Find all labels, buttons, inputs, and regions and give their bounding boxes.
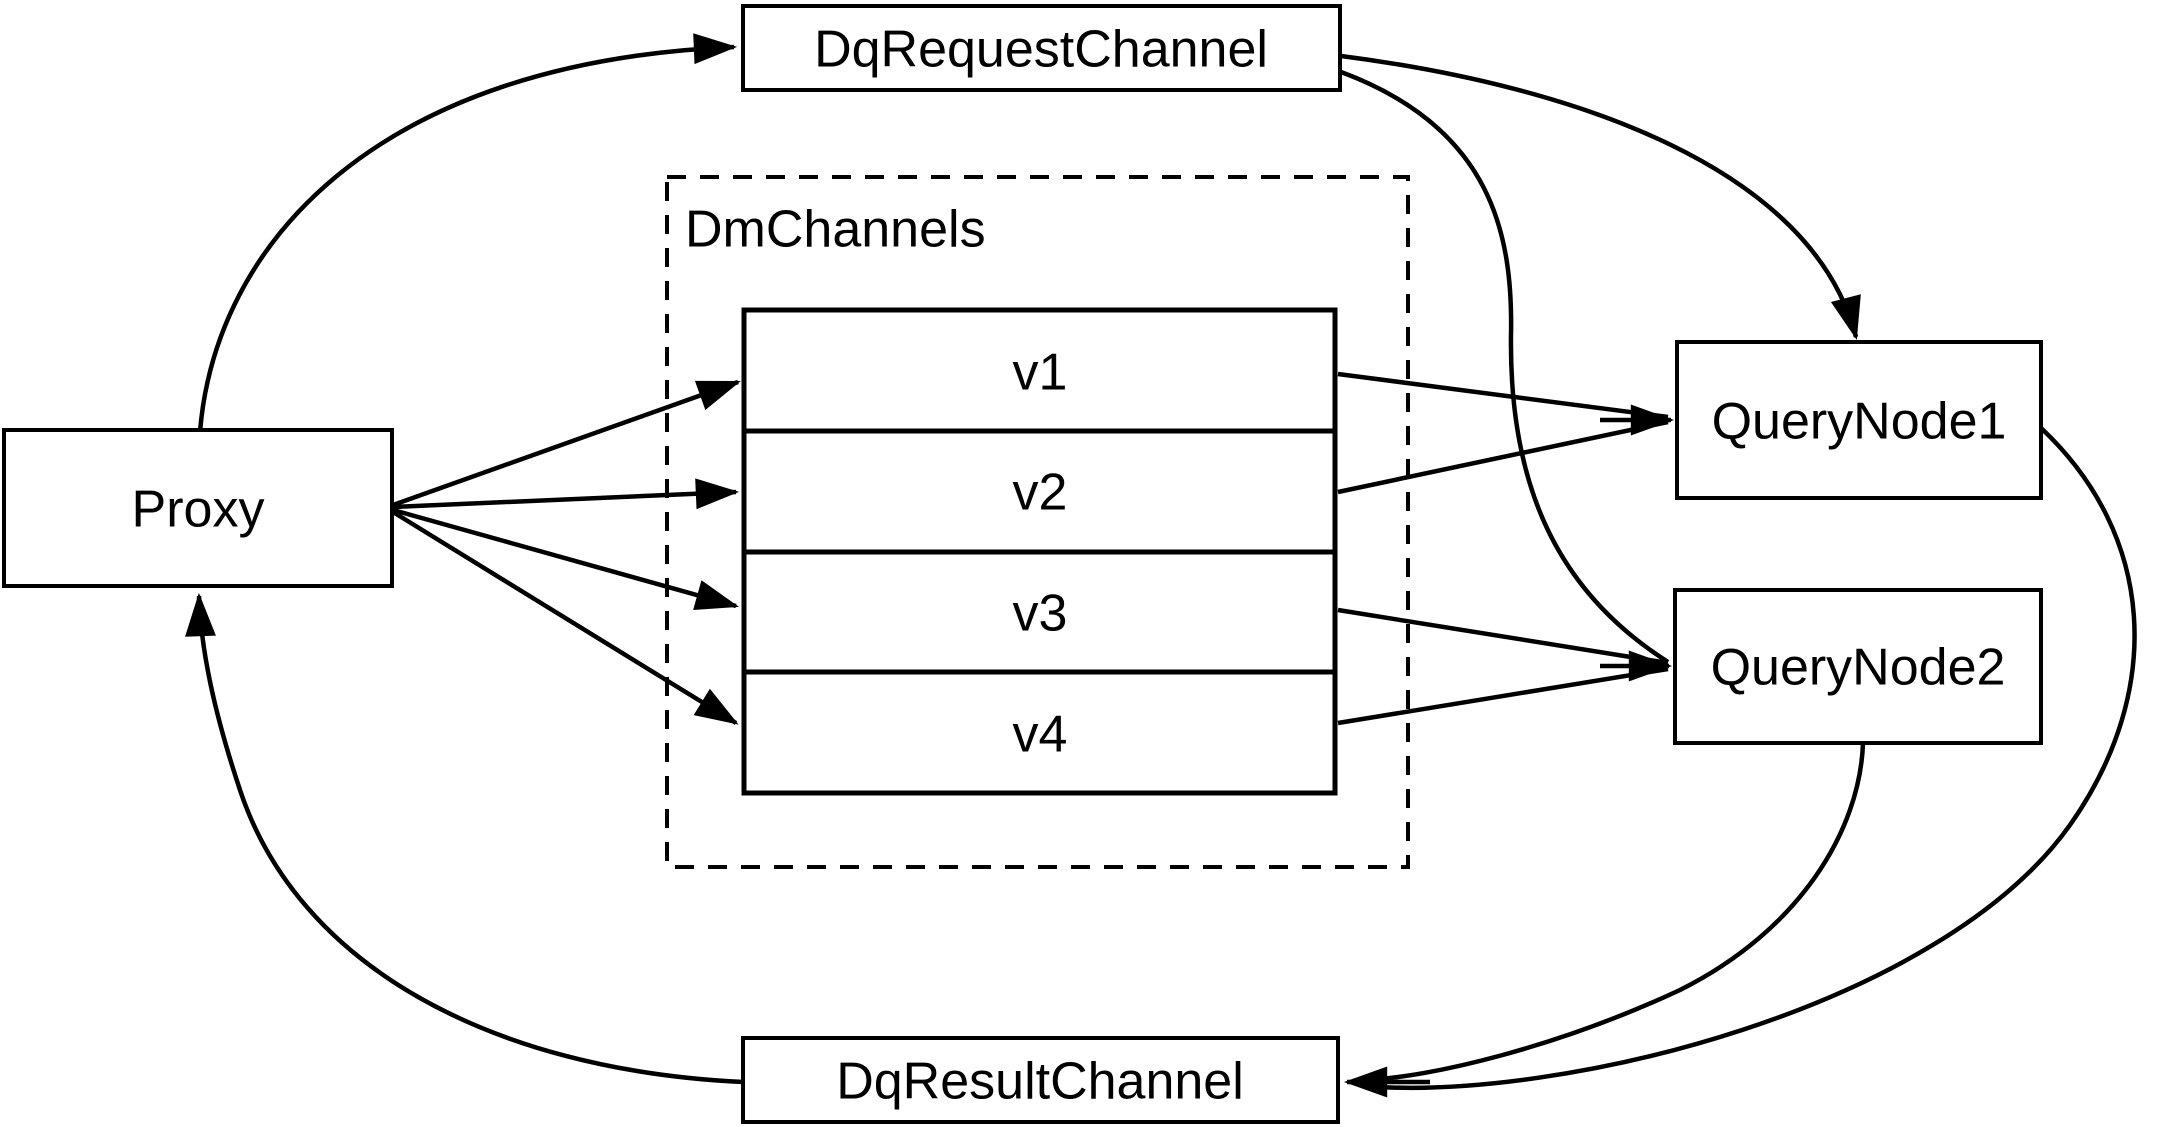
dq-request-channel-box: [741, 4, 1342, 92]
edge-v1-to-query-node-1: [1337, 371, 1669, 420]
edge-v3-to-query-node-2: [1337, 607, 1669, 666]
query-node-1-label: QueryNode1: [1712, 393, 2007, 451]
edge-query-node-2-to-dq-result-channel: [1363, 742, 1866, 1083]
edge-proxy-to-v1: [392, 379, 741, 508]
dq-result-channel-box: [741, 1036, 1340, 1124]
edge-dq-request-channel-to-query-node-2: [1340, 69, 1670, 664]
query-node-2-label: QueryNode2: [1711, 639, 2006, 697]
edge-group: [185, 33, 2137, 1098]
node-query-node-1: QueryNode1: [1675, 340, 2043, 500]
node-dq-request-channel: DqRequestChannel: [741, 4, 1342, 92]
edge-v2-to-query-node-1: [1337, 419, 1669, 495]
channel-row-v1-label: v1: [1013, 344, 1068, 402]
query-node-1-box: [1675, 340, 2043, 500]
query-node-2-box: [1673, 588, 2043, 745]
channel-row-v2-label: v2: [1013, 464, 1068, 522]
node-query-node-2: QueryNode2: [1673, 588, 2043, 745]
edge-proxy-to-v4: [391, 510, 739, 725]
edge-v4-to-query-node-2: [1337, 666, 1669, 726]
dq-request-channel-label: DqRequestChannel: [814, 21, 1268, 79]
channel-row-v4-label: v4: [1013, 706, 1068, 764]
edge-dq-request-channel-to-query-node-1: [1340, 53, 1861, 340]
proxy-box: [2, 428, 394, 588]
edge-dq-result-channel-to-proxy: [185, 592, 744, 1085]
edge-proxy-to-dq-request-channel: [197, 33, 738, 433]
node-dq-result-channel: DqResultChannel: [741, 1036, 1340, 1124]
edge-proxy-to-v2: [392, 478, 740, 510]
edge-proxy-to-v3: [392, 507, 739, 611]
proxy-label: Proxy: [132, 481, 265, 539]
channel-row-v3-label: v3: [1013, 585, 1068, 643]
edge-query-node-1-to-dq-result-channel: [1363, 426, 2137, 1090]
dm-channel-table: v1 v2 v3 v4: [741, 307, 1338, 796]
node-proxy: Proxy: [2, 428, 394, 588]
dq-result-channel-label: DqResultChannel: [836, 1053, 1244, 1111]
dm-channels-label: DmChannels: [685, 201, 986, 259]
dm-channels-group-border: [665, 175, 1410, 869]
